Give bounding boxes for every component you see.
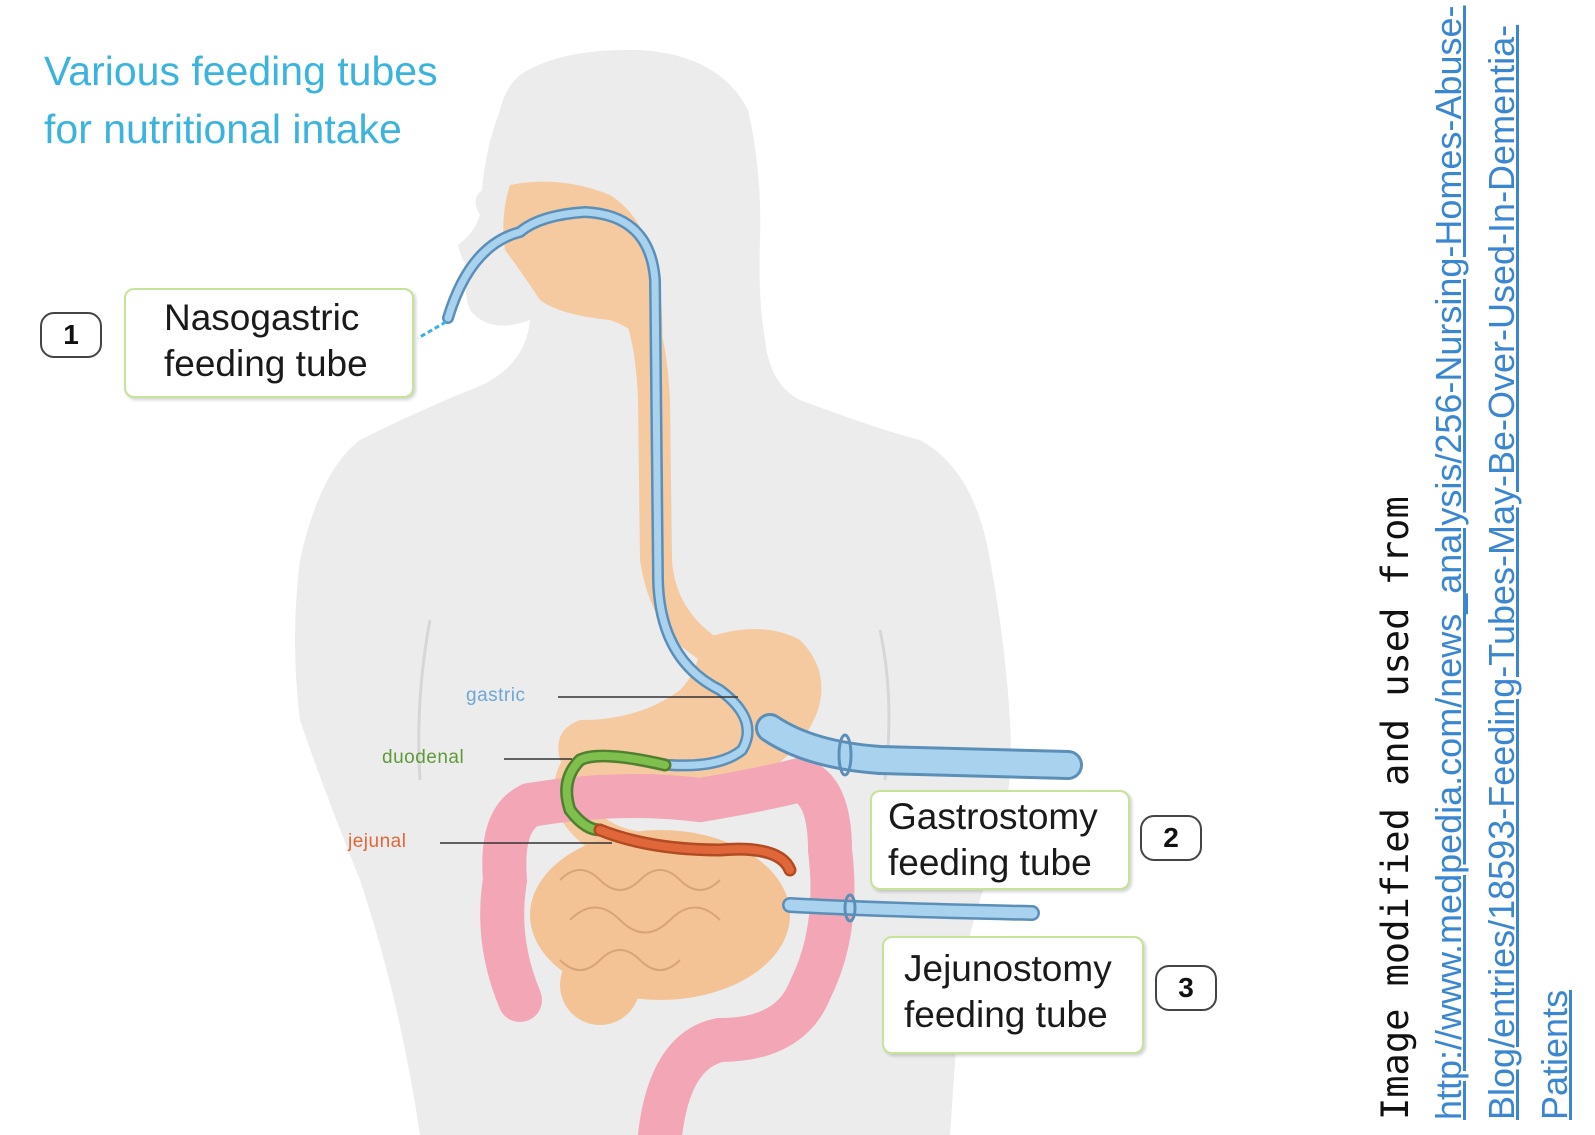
source-link-line1: http://www.medpedia.com/news_analysis/25…: [1422, 10, 1475, 1120]
gastrostomy-label-line1: Gastrostomy: [888, 794, 1128, 840]
jejunostomy-label-line2: feeding tube: [904, 992, 1142, 1038]
duodenal-label: duodenal: [382, 747, 464, 769]
tube-number-badge-1: 1: [40, 312, 102, 358]
source-credit: Image modified and used from http://www.…: [1370, 10, 1581, 1120]
source-link-line3: Patients: [1528, 10, 1581, 1120]
nasogastric-label-line2: feeding tube: [164, 341, 412, 387]
nasogastric-label-box: Nasogastric feeding tube: [124, 288, 414, 398]
gastric-label: gastric: [466, 685, 525, 707]
jejunostomy-label-line1: Jejunostomy: [904, 946, 1142, 992]
diagram-title: Various feeding tubes for nutritional in…: [44, 42, 464, 158]
gastrostomy-label-box: Gastrostomy feeding tube: [870, 790, 1130, 890]
source-link-line2: Blog/entries/18593-Feeding-Tubes-May-Be-…: [1475, 10, 1528, 1120]
tube-number-badge-3: 3: [1155, 965, 1217, 1011]
tube-number-badge-2: 2: [1140, 815, 1202, 861]
jejunal-label: jejunal: [348, 831, 406, 853]
nasogastric-connector: [418, 322, 446, 338]
nasogastric-label-line1: Nasogastric: [164, 295, 412, 341]
gastrostomy-label-line2: feeding tube: [888, 840, 1128, 886]
source-link[interactable]: http://www.medpedia.com/news_analysis/25…: [1422, 10, 1581, 1120]
jejunostomy-label-box: Jejunostomy feeding tube: [882, 936, 1144, 1054]
credit-text: Image modified and used from: [1370, 10, 1422, 1120]
small-intestine-lower: [560, 945, 640, 1025]
